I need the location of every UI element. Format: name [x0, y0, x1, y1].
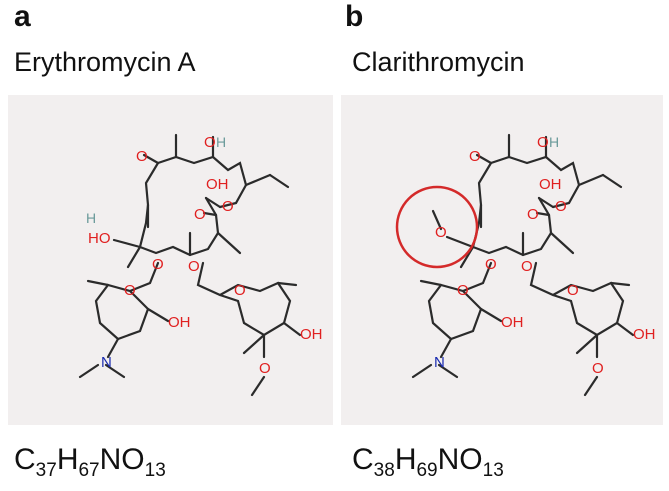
methyl-bond	[437, 363, 459, 379]
methoxy-bond	[445, 235, 475, 249]
panel-b-structure: O O H OH O O O O O O O OH OH N O	[341, 95, 663, 425]
ester-bond	[204, 196, 222, 209]
panel-b-formula: C38H69NO13	[352, 443, 504, 481]
glycosidic-oxygen-label: O	[521, 258, 533, 275]
methyl-bond	[411, 363, 433, 379]
nitrogen-label: N	[101, 354, 112, 371]
methoxy-bond	[250, 375, 266, 397]
panel-a-name: Erythromycin A	[14, 47, 196, 77]
methyl-bond	[216, 231, 242, 255]
desosamine-ring-bonds	[427, 261, 493, 341]
methyl-bond	[86, 279, 110, 287]
methyl-bond	[549, 231, 575, 255]
carbonyl-bond	[202, 211, 218, 217]
ring-oxygen-label: O	[567, 282, 579, 299]
hydroxyl-label: OH	[168, 314, 191, 331]
methoxy-oxygen-label: O	[259, 360, 271, 377]
clarithromycin-structure-svg: O O H OH O O O O O O O OH OH N O	[395, 133, 656, 397]
nitrogen-label: N	[434, 354, 445, 371]
cladinose-ring-bonds	[529, 261, 625, 337]
hydroxyl-bond	[146, 307, 170, 323]
ethyl-bond	[577, 173, 605, 187]
carbonyl-bond	[475, 153, 493, 165]
amine-bond	[106, 337, 120, 359]
methyl-bond	[126, 245, 142, 269]
panel-a-formula: C37H67NO13	[14, 443, 166, 481]
ring-oxygen-label: O	[457, 282, 469, 299]
methoxy-oxygen-label: O	[592, 360, 604, 377]
hydroxyl-bond	[615, 321, 635, 337]
methyl-bond	[419, 279, 443, 287]
hydroxyl-label: OH	[300, 326, 323, 343]
methyl-bond	[104, 363, 126, 379]
methyl-bond	[575, 333, 599, 355]
panel-a-letter: a	[14, 0, 31, 33]
ring-oxygen-label: O	[555, 198, 567, 215]
methyl-bond	[276, 281, 298, 287]
hydroxyl-label: HO	[88, 230, 111, 247]
hydroxyl-oxygen-label: O	[537, 134, 549, 151]
glycosidic-oxygen-label: O	[152, 256, 164, 273]
hydroxyl-hydrogen-label: H	[216, 134, 226, 150]
erythromycin-structure-svg: O O H OH O O H HO O O O O OH OH N O	[78, 133, 323, 397]
cladinose-ring-bonds	[196, 261, 292, 337]
carbonyl-bond	[142, 153, 160, 165]
glycosidic-oxygen-label: O	[188, 258, 200, 275]
carbonyl-oxygen-label: O	[469, 148, 481, 165]
panel-b-letter: b	[345, 0, 364, 33]
ring-oxygen-label: O	[124, 282, 136, 299]
ester-bond	[537, 196, 555, 209]
amine-bond	[439, 337, 453, 359]
carbonyl-oxygen-label: O	[194, 206, 206, 223]
hydroxyl-label: OH	[633, 326, 656, 343]
macrolide-ring-top-bonds	[156, 155, 248, 209]
hydroxyl-hydrogen-label: H	[86, 210, 96, 226]
panel-b-name: Clarithromycin	[352, 47, 525, 77]
methyl-bond	[78, 363, 100, 379]
carbonyl-oxygen-label: O	[136, 148, 148, 165]
macrolide-ring-bonds	[138, 161, 220, 257]
methoxy-oxygen-label: O	[435, 224, 447, 241]
methyl-bond	[609, 281, 631, 287]
glycosidic-oxygen-label: O	[485, 256, 497, 273]
hydroxyl-bond	[282, 321, 302, 337]
panel-a-structure: O O H OH O O H HO O O O O OH OH N O	[8, 95, 333, 425]
hydroxyl-bond	[112, 238, 142, 249]
ethyl-bond	[268, 173, 290, 189]
methoxy-highlight-circle	[395, 185, 479, 269]
methoxy-bond	[583, 375, 599, 397]
hydroxyl-label: OH	[206, 176, 229, 193]
hydroxyl-bond	[479, 307, 503, 323]
hydroxyl-label: OH	[501, 314, 524, 331]
carbonyl-bond	[535, 211, 551, 217]
hydroxyl-hydrogen-label: H	[549, 134, 559, 150]
ring-oxygen-label: O	[234, 282, 246, 299]
ring-oxygen-label: O	[222, 198, 234, 215]
desosamine-ring-bonds	[94, 261, 160, 341]
carbonyl-oxygen-label: O	[527, 206, 539, 223]
hydroxyl-oxygen-label: O	[204, 134, 216, 151]
macrolide-ring-bonds	[471, 161, 553, 257]
hydroxyl-label: OH	[539, 176, 562, 193]
ethyl-bond	[601, 173, 623, 189]
methyl-bond	[242, 333, 266, 355]
ethyl-bond	[244, 173, 272, 187]
macrolide-ring-top-bonds	[489, 155, 581, 209]
methoxy-methyl-bond	[431, 209, 443, 231]
